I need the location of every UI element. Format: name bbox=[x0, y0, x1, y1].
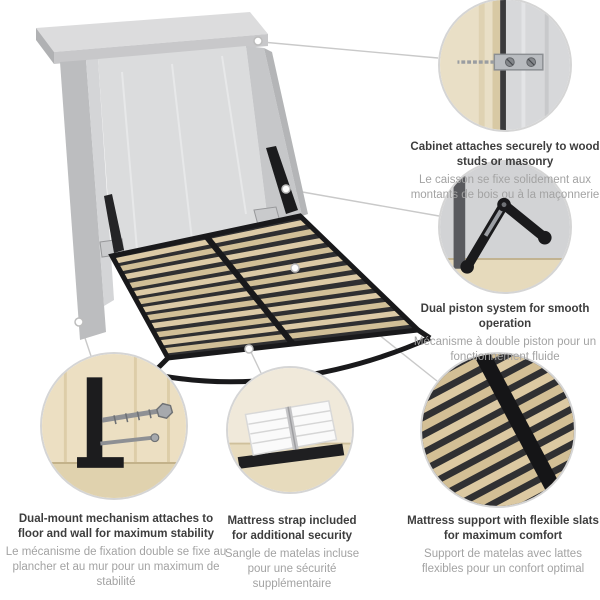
callout-title: Dual piston system for smooth operation bbox=[420, 303, 590, 331]
callout-text-dual-piston: Dual piston system for smooth operation … bbox=[410, 302, 600, 365]
piston-left bbox=[104, 194, 124, 253]
callout-text-flexible-slats: Mattress support with flexible slats for… bbox=[406, 514, 600, 577]
callout-text-mattress-strap: Mattress strap included for additional s… bbox=[220, 514, 364, 592]
piston-closeup bbox=[440, 162, 570, 292]
cabinet-crown bbox=[36, 12, 268, 64]
callout-subtitle: Sangle de matelas incluse pour une sécur… bbox=[224, 548, 360, 591]
callout-image-cabinet-attachment bbox=[438, 0, 572, 132]
callout-title: Cabinet attaches securely to wood studs … bbox=[410, 141, 600, 169]
slats-closeup bbox=[422, 354, 574, 506]
callout-title: Mattress strap included for additional s… bbox=[227, 515, 357, 543]
mattress-strap-closeup bbox=[228, 368, 352, 492]
callout-title: Dual-mount mechanism attaches to floor a… bbox=[17, 513, 215, 541]
callout-image-mattress-strap bbox=[226, 366, 354, 494]
floor-wall-mount-closeup bbox=[42, 354, 186, 498]
cabinet-body bbox=[60, 46, 308, 340]
callout-subtitle: Mécanisme à double piston pour un foncti… bbox=[413, 336, 597, 364]
callout-subtitle: Le mécanisme de fixation double se fixe … bbox=[5, 546, 227, 589]
connector-dots bbox=[74, 36, 300, 354]
callout-subtitle: Support de matelas avec lattes flexibles… bbox=[421, 548, 585, 576]
callout-subtitle: Le caisson se fixe solidement aux montan… bbox=[410, 174, 600, 202]
callout-title: Mattress support with flexible slats for… bbox=[407, 515, 599, 543]
callout-text-cabinet-attachment: Cabinet attaches securely to wood studs … bbox=[410, 140, 600, 203]
callout-image-dual-mount bbox=[40, 352, 188, 500]
piston-right bbox=[266, 146, 298, 214]
callout-text-dual-mount: Dual-mount mechanism attaches to floor a… bbox=[5, 512, 227, 590]
bed-deck bbox=[108, 213, 432, 385]
cabinet-anchor-closeup bbox=[440, 0, 570, 130]
callout-image-dual-piston bbox=[438, 160, 572, 294]
callout-image-flexible-slats bbox=[420, 352, 576, 508]
